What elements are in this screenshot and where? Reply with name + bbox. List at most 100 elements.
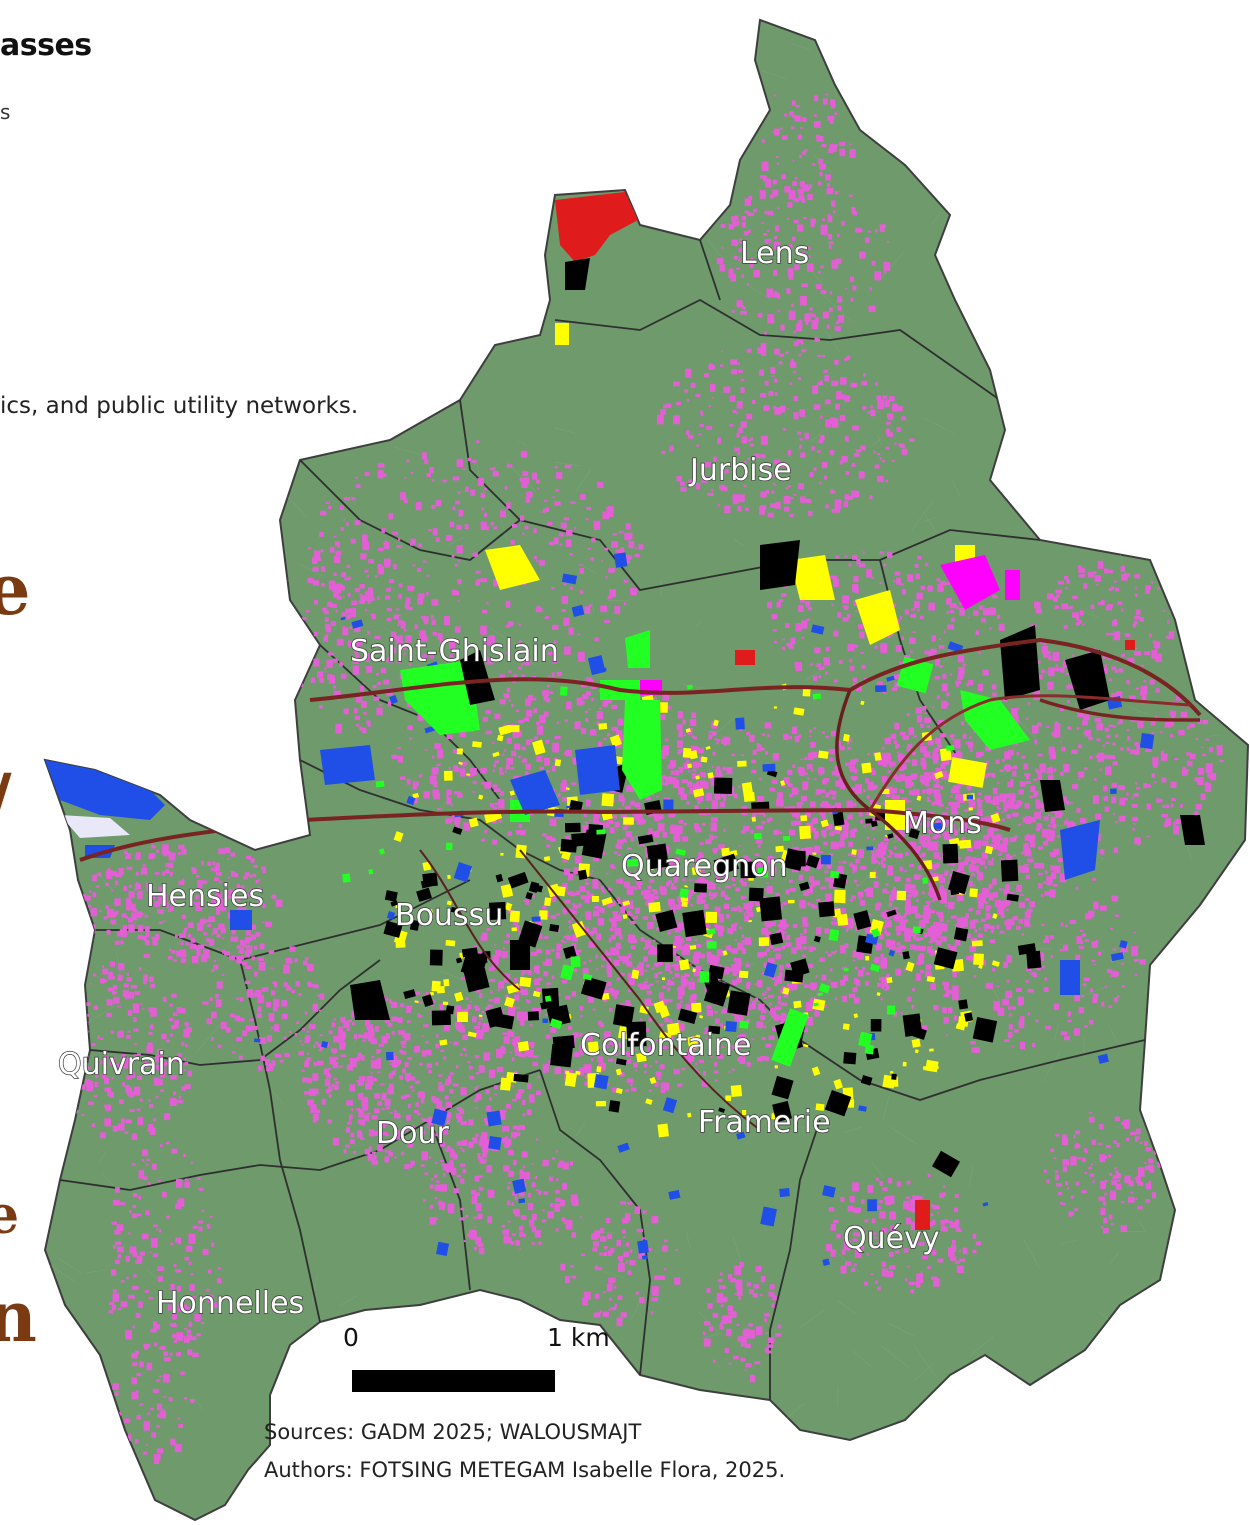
urban-patch bbox=[999, 769, 1004, 773]
urban-patch bbox=[896, 776, 902, 783]
urban-patch bbox=[360, 596, 365, 603]
urban-patch bbox=[834, 499, 842, 510]
urban-patch bbox=[866, 795, 870, 800]
urban-patch bbox=[853, 453, 860, 457]
urban-patch bbox=[648, 828, 653, 834]
urban-patch bbox=[479, 1066, 485, 1072]
urban-patch bbox=[679, 481, 685, 486]
urban-patch bbox=[588, 941, 595, 949]
urban-patch bbox=[739, 1055, 746, 1064]
urban-patch bbox=[869, 287, 872, 291]
urban-patch bbox=[616, 951, 620, 956]
urban-patch bbox=[546, 684, 550, 688]
urban-patch bbox=[323, 671, 327, 673]
urban-patch bbox=[505, 600, 511, 608]
urban-patch bbox=[454, 767, 460, 773]
urban-patch bbox=[160, 1089, 164, 1093]
urban-patch bbox=[977, 683, 983, 691]
urban-patch bbox=[546, 844, 551, 848]
urban-patch bbox=[716, 437, 722, 444]
urban-patch bbox=[805, 853, 809, 856]
urban-patch bbox=[506, 757, 514, 765]
urban-patch bbox=[421, 594, 424, 597]
urban-patch bbox=[432, 1100, 438, 1104]
parcel-line bbox=[682, 684, 706, 689]
urban-patch bbox=[902, 735, 910, 740]
urban-patch bbox=[519, 1019, 525, 1026]
urban-patch bbox=[755, 861, 762, 868]
urban-patch bbox=[522, 1113, 526, 1117]
urban-patch bbox=[422, 1118, 428, 1122]
urban-patch bbox=[968, 800, 976, 809]
urban-patch bbox=[142, 1008, 145, 1010]
urban-patch bbox=[720, 223, 726, 228]
urban-patch bbox=[474, 1098, 478, 1101]
urban-patch bbox=[505, 624, 511, 628]
urban-patch bbox=[506, 502, 511, 509]
urban-patch bbox=[670, 947, 677, 956]
urban-patch bbox=[729, 948, 734, 953]
urban-patch bbox=[803, 862, 810, 872]
urban-patch bbox=[407, 585, 415, 592]
urban-patch bbox=[793, 370, 797, 374]
urban-patch bbox=[817, 354, 822, 358]
urban-patch bbox=[739, 494, 745, 503]
urban-patch bbox=[773, 269, 778, 276]
urban-patch bbox=[750, 437, 753, 441]
urban-patch bbox=[759, 454, 766, 459]
urban-patch bbox=[706, 426, 713, 430]
urban-patch bbox=[398, 593, 402, 599]
urban-patch bbox=[613, 959, 620, 967]
urban-patch bbox=[1126, 728, 1130, 731]
urban-patch bbox=[835, 506, 840, 513]
urban-patch bbox=[1066, 726, 1070, 729]
parcel-line bbox=[469, 1479, 485, 1507]
urban-patch bbox=[729, 929, 733, 935]
parcel-line bbox=[81, 86, 107, 95]
urban-patch bbox=[940, 894, 948, 904]
urban-patch bbox=[1013, 765, 1018, 770]
urban-patch bbox=[255, 879, 259, 884]
urban-patch bbox=[398, 537, 401, 541]
urban-patch bbox=[776, 207, 780, 209]
urban-patch bbox=[764, 210, 771, 215]
urban-patch bbox=[781, 937, 786, 941]
urban-patch bbox=[579, 1046, 586, 1053]
urban-patch bbox=[973, 884, 976, 887]
urban-patch bbox=[785, 942, 792, 947]
urban-patch bbox=[321, 1098, 326, 1105]
urban-patch bbox=[68, 1029, 73, 1034]
urban-patch bbox=[577, 1070, 585, 1076]
urban-patch bbox=[802, 785, 808, 791]
urban-patch bbox=[1119, 797, 1126, 806]
urban-patch bbox=[789, 987, 795, 991]
urban-patch bbox=[862, 789, 866, 793]
urban-patch bbox=[101, 965, 104, 968]
urban-patch bbox=[682, 836, 689, 842]
urban-patch bbox=[423, 620, 428, 625]
urban-patch bbox=[336, 596, 342, 600]
urban-patch bbox=[739, 728, 742, 731]
urban-patch bbox=[783, 496, 791, 504]
urban-patch bbox=[1112, 761, 1118, 766]
urban-patch bbox=[352, 665, 360, 675]
urban-patch bbox=[732, 220, 738, 227]
urban-patch bbox=[189, 943, 196, 949]
urban-patch bbox=[538, 933, 543, 939]
urban-patch bbox=[936, 940, 942, 946]
urban-patch bbox=[871, 850, 875, 854]
urban-patch bbox=[56, 1040, 59, 1045]
urban-patch bbox=[772, 1026, 777, 1032]
urban-patch bbox=[385, 588, 391, 592]
urban-patch bbox=[1151, 773, 1155, 778]
urban-patch bbox=[555, 951, 561, 959]
urban-patch bbox=[518, 1053, 524, 1057]
urban-patch bbox=[55, 1028, 60, 1031]
urban-patch bbox=[94, 1082, 99, 1088]
urban-patch bbox=[181, 848, 187, 855]
urban-patch bbox=[1035, 660, 1041, 664]
urban-patch bbox=[340, 673, 347, 679]
urban-patch bbox=[823, 369, 828, 373]
urban-patch bbox=[968, 679, 974, 686]
urban-patch bbox=[943, 773, 948, 778]
